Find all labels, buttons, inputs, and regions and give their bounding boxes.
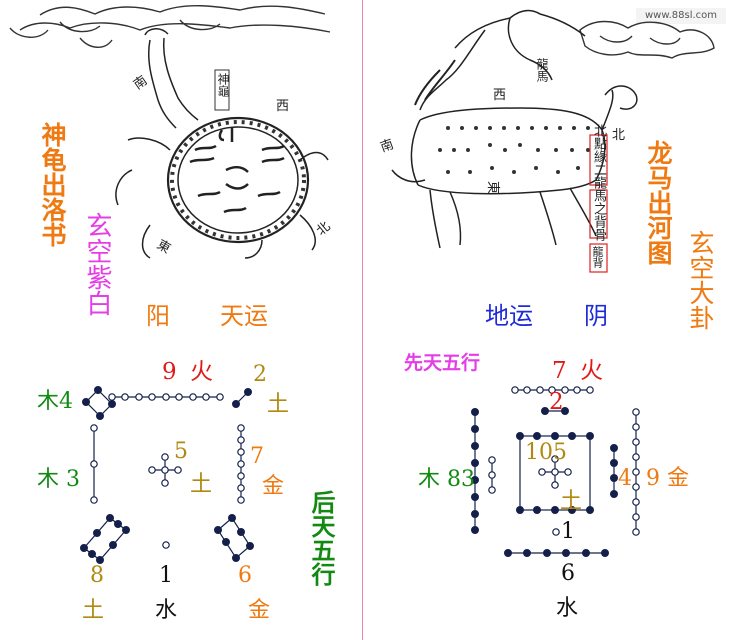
luoshu-tl: 木4	[37, 383, 73, 415]
center-divider	[362, 0, 363, 640]
hetu-vertical-caption: 北點緣二龍馬之背骨	[591, 124, 606, 241]
hetu-west: 西	[493, 88, 507, 103]
hetu-center-element: 土	[560, 489, 583, 514]
hetu-right-num: 4	[618, 466, 632, 491]
luoshu-bottom-num: 1	[159, 563, 173, 588]
luoshu-br-element: 金	[248, 598, 271, 623]
hetu-bottom2-num: 6	[561, 561, 575, 586]
luoshu-left: 木 3	[37, 461, 80, 493]
hetu-red-boxes	[589, 134, 608, 273]
right-yin: 阴	[584, 302, 608, 330]
hetu-top-num: 7	[552, 358, 570, 384]
hetu-north: 北	[612, 128, 626, 143]
luoshu-tr-element: 土	[267, 392, 290, 417]
luoshu-bottom-element: 水	[155, 598, 178, 623]
houtian-label: 后天五行	[307, 490, 336, 586]
hetu-bottom-caption: 龍背	[591, 246, 604, 268]
cloud-left	[9, 5, 331, 48]
left-subtitle: 玄空紫白	[82, 212, 112, 316]
luoshu-right-num: 7	[250, 444, 264, 469]
hetu-top-element: 火	[579, 358, 606, 384]
hetu-right-element: 金	[667, 466, 690, 491]
luoshu-bl-num: 8	[90, 563, 104, 588]
tortoise	[115, 28, 329, 259]
luoshu-center-num: 5	[174, 439, 188, 464]
cloud-right	[579, 20, 715, 59]
left-title: 神龟出洛书	[38, 122, 67, 247]
hetu-label: 龍馬	[535, 58, 549, 82]
hetu-bottom-num: 1	[561, 519, 575, 544]
hetu-left2-num: 3	[461, 467, 476, 492]
hetu-center: 105	[525, 440, 567, 465]
right-subtitle: 玄空大卦	[686, 230, 715, 330]
right-title: 龙马出河图	[644, 140, 673, 265]
dragon-horse	[391, 9, 638, 249]
luoshu-tl-num: 4	[59, 389, 74, 414]
luoshu-top-element: 火	[189, 359, 216, 385]
luoshu-tr-num: 2	[253, 362, 267, 387]
hetu-right: 4 9 金	[618, 460, 689, 492]
hetu-top2-num: 2	[549, 389, 564, 415]
horse-dots	[438, 126, 590, 174]
xiantian-label: 先天五行	[404, 352, 481, 374]
luoshu-br-num: 6	[238, 563, 252, 588]
luoshu-bl-element: 土	[82, 598, 105, 623]
left-tianyun: 天运	[220, 302, 268, 330]
luoshu-left-num: 3	[66, 467, 81, 492]
hetu-top: 7 火	[552, 351, 606, 385]
luoshu-top-num: 9	[162, 359, 180, 385]
luoshu-label: 神龜	[216, 73, 230, 97]
luoshu-center-element: 土	[190, 472, 213, 497]
hetu-bottom-element: 水	[556, 596, 579, 621]
hetu-left-num: 8	[447, 467, 462, 492]
hetu-left: 木 83	[418, 461, 475, 493]
luoshu-left-element: 木	[37, 467, 60, 492]
luoshu-west: 西	[276, 99, 290, 114]
luoshu-top: 9 火	[162, 352, 216, 386]
hetu-center2-num: 5	[553, 440, 567, 465]
hetu-left-element: 木	[418, 467, 441, 492]
hetu-right2-num: 9	[646, 466, 660, 491]
right-diyun: 地运	[485, 302, 533, 330]
luoshu-tl-element: 木	[37, 389, 60, 414]
hetu-center-num: 10	[525, 440, 553, 465]
watermark: www.88sl.com	[636, 8, 726, 24]
luoshu-right-element: 金	[262, 474, 285, 499]
luoshu-top-dots	[108, 393, 224, 401]
left-yang: 阳	[146, 302, 170, 330]
